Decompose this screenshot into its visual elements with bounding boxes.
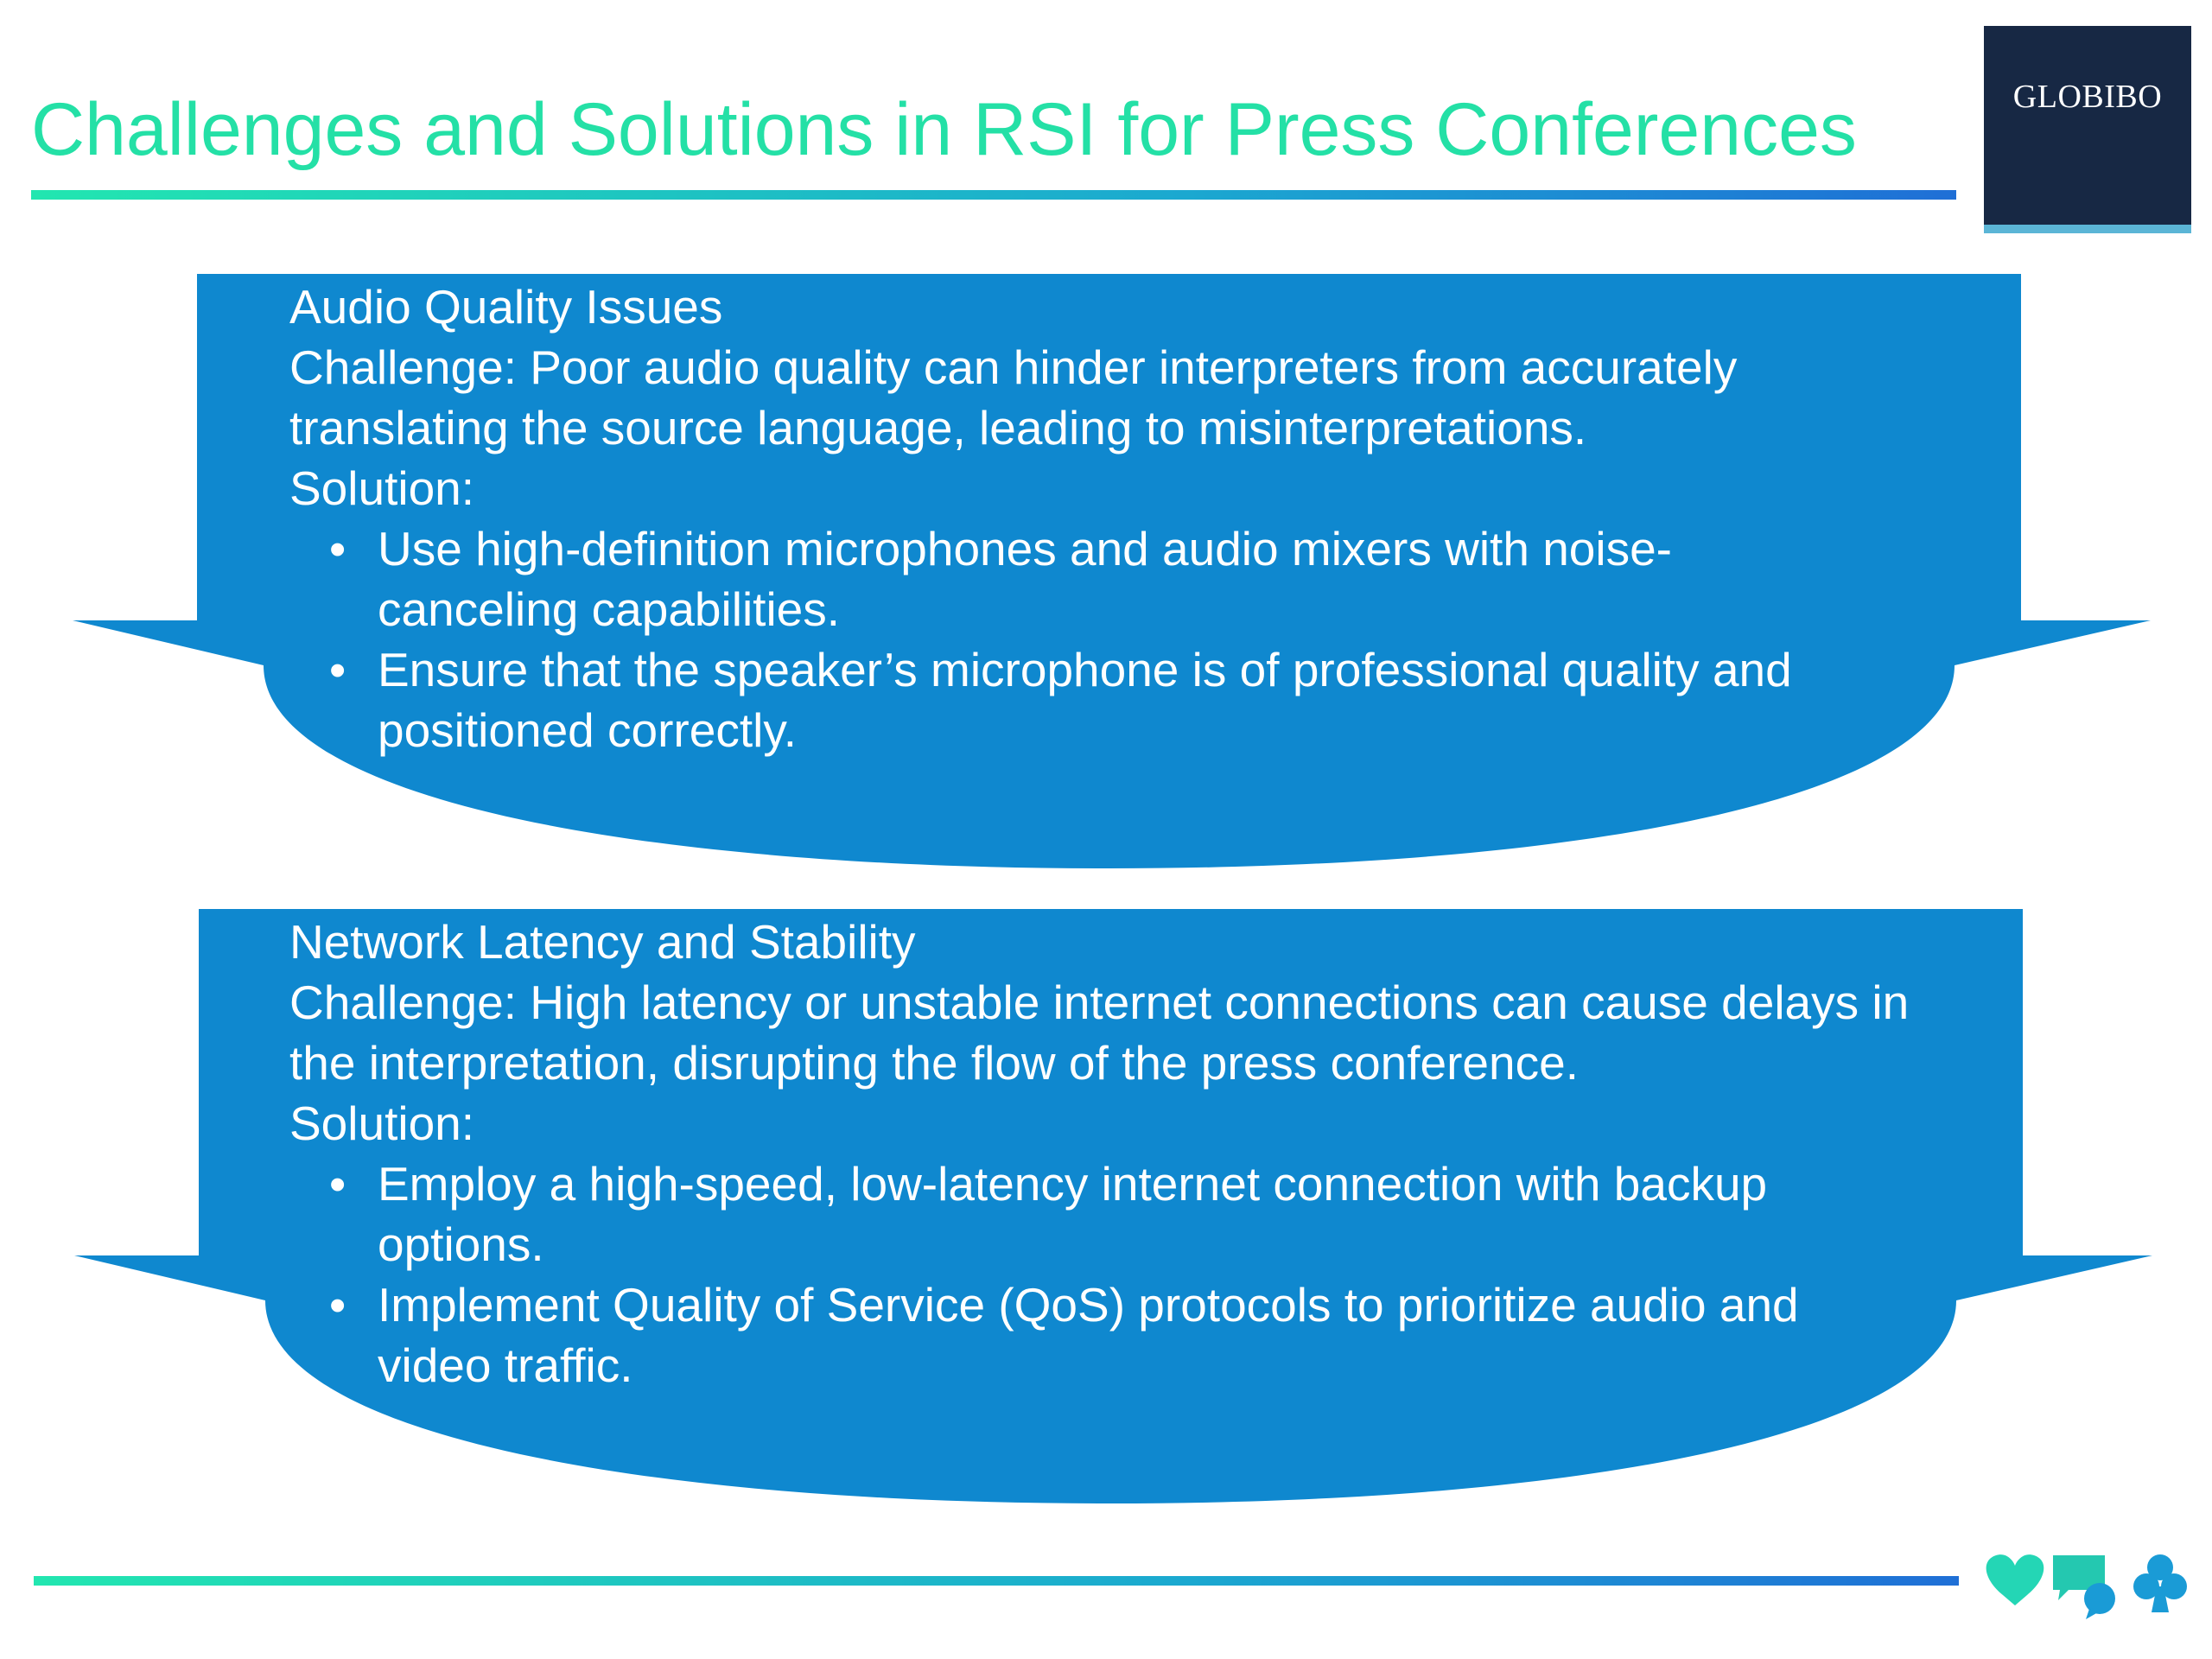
section-1-callout-shape bbox=[73, 274, 2151, 868]
section-2-bullet-1: Employ a high-speed, low-latency interne… bbox=[378, 1157, 1768, 1271]
slide-title: Challenges and Solutions in RSI for Pres… bbox=[31, 88, 1857, 171]
section-1-solution-list: • Use high-definition microphones and au… bbox=[289, 518, 1966, 760]
list-item: • Implement Quality of Service (QoS) pro… bbox=[329, 1274, 1916, 1395]
section-1-heading: Audio Quality Issues bbox=[289, 280, 723, 334]
heart-icon bbox=[1986, 1554, 2044, 1605]
section-1-challenge: Challenge: Poor audio quality can hinder… bbox=[289, 340, 1738, 454]
section-1-solution-label: Solution: bbox=[289, 461, 475, 515]
footer-rule bbox=[34, 1576, 1959, 1586]
footer-icons bbox=[1986, 1554, 2187, 1619]
section-2-bullet-2: Implement Quality of Service (QoS) proto… bbox=[378, 1278, 1799, 1392]
globibo-logo: GLOBIBO bbox=[1984, 26, 2191, 233]
section-1: Audio Quality Issues Challenge: Poor aud… bbox=[289, 276, 1966, 760]
section-2-challenge: Challenge: High latency or unstable inte… bbox=[289, 976, 1910, 1090]
list-item: • Employ a high-speed, low-latency inter… bbox=[329, 1154, 1916, 1274]
club-icon bbox=[2133, 1554, 2187, 1612]
bullet-icon: • bbox=[329, 643, 346, 696]
section-1-bullet-1: Use high-definition microphones and audi… bbox=[378, 522, 1672, 636]
section-1-bullet-2: Ensure that the speaker’s microphone is … bbox=[378, 643, 1792, 757]
list-item: • Ensure that the speaker’s microphone i… bbox=[329, 639, 1916, 760]
logo-stripe bbox=[1984, 225, 2191, 233]
list-item: • Use high-definition microphones and au… bbox=[329, 518, 1829, 639]
bullet-icon: • bbox=[329, 522, 346, 575]
bullet-icon: • bbox=[329, 1157, 346, 1211]
section-2: Network Latency and Stability Challenge:… bbox=[289, 912, 1966, 1395]
section-2-solution-list: • Employ a high-speed, low-latency inter… bbox=[289, 1154, 1966, 1395]
chat-bubbles-icon bbox=[2053, 1555, 2115, 1619]
section-2-heading: Network Latency and Stability bbox=[289, 915, 916, 969]
logo-text: GLOBIBO bbox=[2012, 79, 2163, 115]
bullet-icon: • bbox=[329, 1278, 346, 1332]
title-underline bbox=[31, 190, 1956, 200]
section-2-solution-label: Solution: bbox=[289, 1096, 475, 1150]
section-2-callout-shape bbox=[74, 909, 2152, 1503]
